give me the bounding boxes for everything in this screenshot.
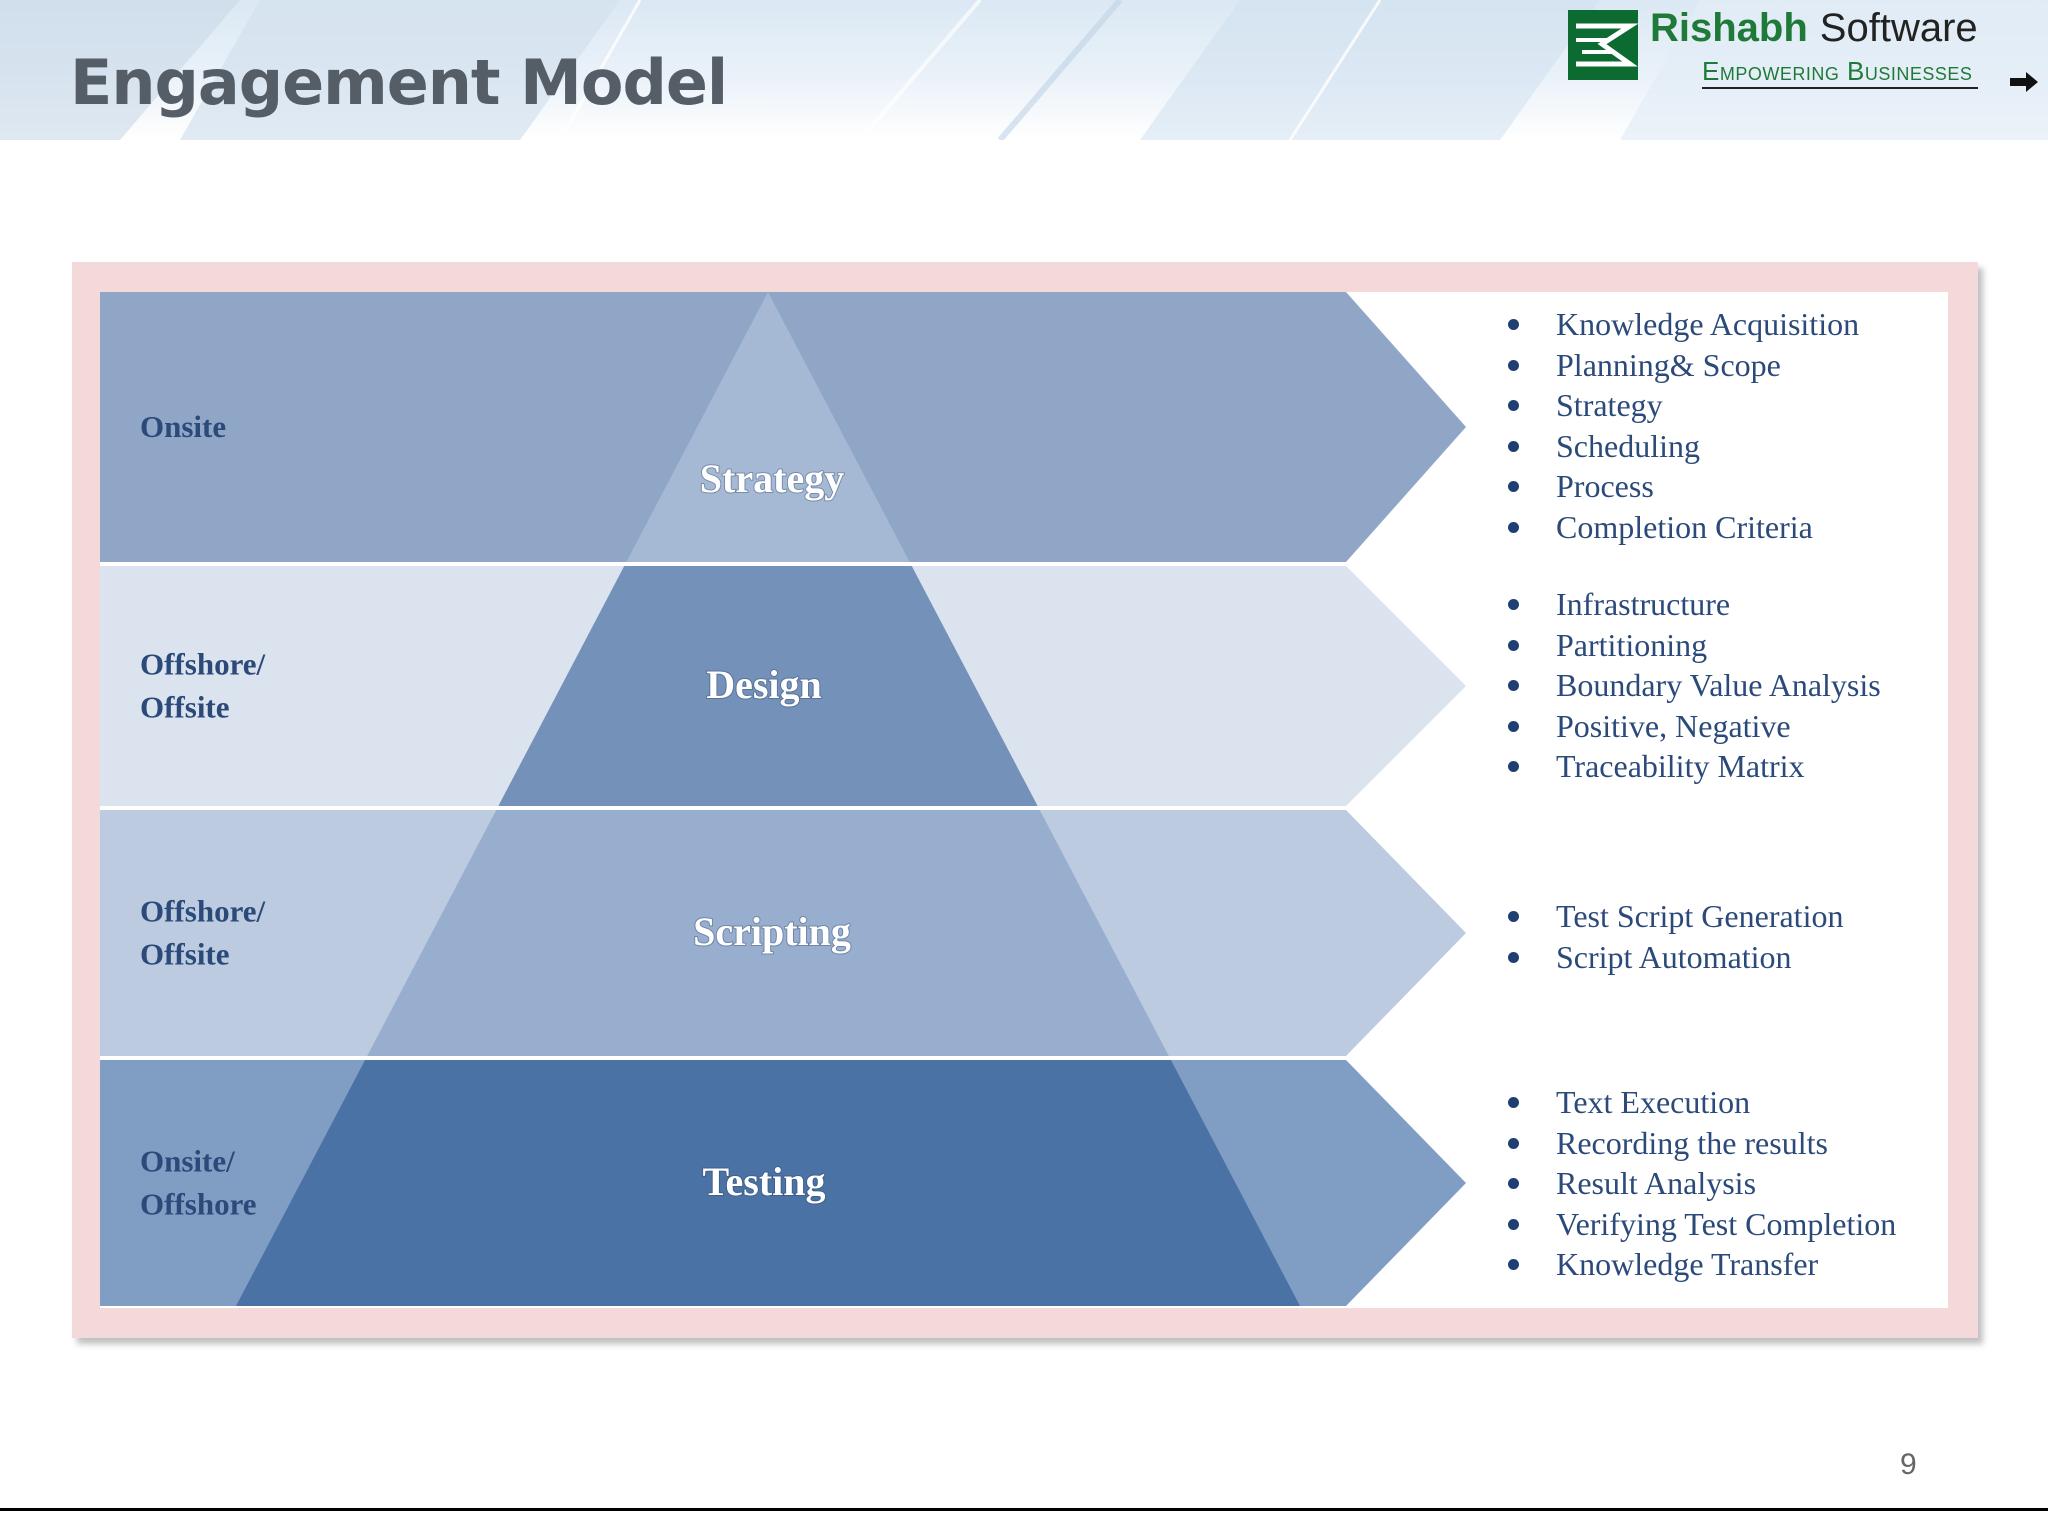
bullet-dot-icon <box>1508 359 1519 371</box>
location-label: Offshore/Offsite <box>140 647 266 725</box>
bullet-dot-icon <box>1508 761 1519 772</box>
logo-tagline: Empowering Businesses <box>1702 56 1979 89</box>
bullet-text: Test Script Generation <box>1556 898 1844 934</box>
location-label: Onsite/Offshore <box>140 1144 257 1222</box>
bullet-text: Strategy <box>1556 387 1663 423</box>
bullet-dot-icon <box>1508 521 1519 533</box>
page-number: 9 <box>1900 1448 1917 1481</box>
bullet-dot-icon <box>1508 1137 1519 1149</box>
bullet-text: Text Execution <box>1556 1084 1751 1120</box>
bullet-item: Knowledge Transfer <box>1508 1244 1896 1285</box>
header-band <box>0 0 2048 140</box>
bullet-dot-icon <box>1508 911 1519 922</box>
layer-testing: Onsite/Offshore Testing <box>100 1060 1466 1306</box>
stage-label: Design <box>706 662 822 707</box>
bullet-item: Knowledge Acquisition <box>1508 304 1859 345</box>
bullet-text: Process <box>1556 468 1654 504</box>
location-line: Offsite <box>140 937 230 972</box>
bullet-dot-icon <box>1508 1259 1519 1270</box>
location-line: Onsite <box>140 409 226 444</box>
logo-brand-suffix: Software <box>1819 6 1978 50</box>
pyramid-segment <box>626 292 910 562</box>
bullet-item: Test Script Generation <box>1508 896 1843 937</box>
bullet-item: Strategy <box>1508 385 1859 426</box>
bullet-item: Boundary Value Analysis <box>1508 665 1881 706</box>
location-line: Offshore/ <box>140 894 266 929</box>
bullet-item: Script Automation <box>1508 937 1843 978</box>
bullet-dot-icon <box>1508 400 1519 411</box>
bullet-dot-icon <box>1508 599 1519 610</box>
header-decoration <box>0 0 2048 140</box>
location-label: Onsite <box>140 409 226 444</box>
bullet-dot-icon <box>1508 481 1519 492</box>
bullet-item: Text Execution <box>1508 1082 1896 1123</box>
bullet-text: Traceability Matrix <box>1556 748 1805 784</box>
bullet-item: Partitioning <box>1508 625 1881 666</box>
bullet-dot-icon <box>1508 440 1519 452</box>
logo-brand-name: Rishabh <box>1650 6 1808 50</box>
bullet-item: Result Analysis <box>1508 1163 1896 1204</box>
bullet-text: Verifying Test Completion <box>1556 1205 1897 1242</box>
bullet-text: Knowledge Acquisition <box>1556 306 1860 342</box>
bullet-item: Planning& Scope <box>1508 345 1859 386</box>
stage-label: Strategy <box>700 456 844 501</box>
pyramid-segment <box>498 566 1038 806</box>
footer-line <box>0 1508 2048 1511</box>
bullet-dot-icon <box>1508 951 1519 963</box>
bullet-text: Result Analysis <box>1556 1165 1757 1201</box>
rishabh-logo-mark-icon <box>1568 10 1638 80</box>
bullet-item: Infrastructure <box>1508 584 1881 625</box>
bullet-item: Traceability Matrix <box>1508 746 1881 787</box>
location-line: Onsite/ <box>140 1144 235 1179</box>
bullet-item: Scheduling <box>1508 426 1859 467</box>
bullet-item: Verifying Test Completion <box>1508 1204 1896 1245</box>
bullet-dot-icon <box>1508 1097 1519 1108</box>
bullet-dot-icon <box>1508 1218 1519 1230</box>
bullet-text: Script Automation <box>1556 938 1792 975</box>
bullet-dot-icon <box>1508 720 1519 732</box>
bullet-text: Partitioning <box>1556 626 1708 663</box>
arrow-right-icon <box>2010 72 2038 92</box>
bullet-text: Boundary Value Analysis <box>1556 667 1881 703</box>
pyramid-segment <box>236 1060 1300 1306</box>
stage-label: Testing <box>702 1159 825 1204</box>
bullet-text: Infrastructure <box>1556 586 1731 622</box>
location-line: Offshore/ <box>140 647 266 682</box>
location-line: Offshore <box>140 1187 257 1222</box>
bullet-text: Positive, Negative <box>1556 707 1791 744</box>
layer-design: Offshore/Offsite Design <box>100 566 1466 806</box>
bullet-item: Recording the results <box>1508 1123 1896 1164</box>
location-line: Offsite <box>140 690 230 725</box>
layer-scripting: Offshore/Offsite Scripting <box>100 810 1466 1056</box>
bullet-item: Process <box>1508 466 1859 507</box>
bullet-text: Recording the results <box>1556 1124 1828 1161</box>
bullet-dot-icon <box>1508 680 1519 691</box>
stage-label: Scripting <box>693 909 851 954</box>
bullet-item: Positive, Negative <box>1508 706 1881 747</box>
bullet-text: Planning& Scope <box>1556 346 1781 383</box>
page-title: Engagement Model <box>70 46 728 119</box>
bullet-text: Scheduling <box>1556 427 1700 464</box>
pyramid-segment <box>367 810 1169 1056</box>
bullet-item: Completion Criteria <box>1508 507 1859 548</box>
bullet-text: Completion Criteria <box>1556 508 1813 545</box>
bullet-dot-icon <box>1508 639 1519 651</box>
bullet-dot-icon <box>1508 319 1519 330</box>
bullet-text: Knowledge Transfer <box>1556 1246 1819 1282</box>
location-label: Offshore/Offsite <box>140 894 266 972</box>
bullet-dot-icon <box>1508 1178 1519 1189</box>
